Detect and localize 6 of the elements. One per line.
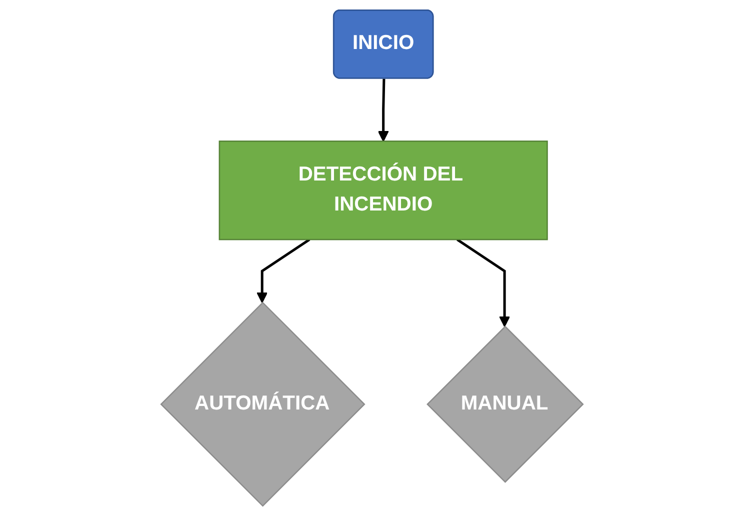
arrow	[456, 238, 510, 327]
arrow	[378, 78, 389, 142]
node-box: DETECCIÓN DEL INCENDIO	[218, 140, 548, 240]
arrow	[256, 238, 310, 304]
node-diamond: MANUAL	[426, 326, 584, 483]
node-diamond: AUTOMÁTICA	[160, 302, 366, 507]
